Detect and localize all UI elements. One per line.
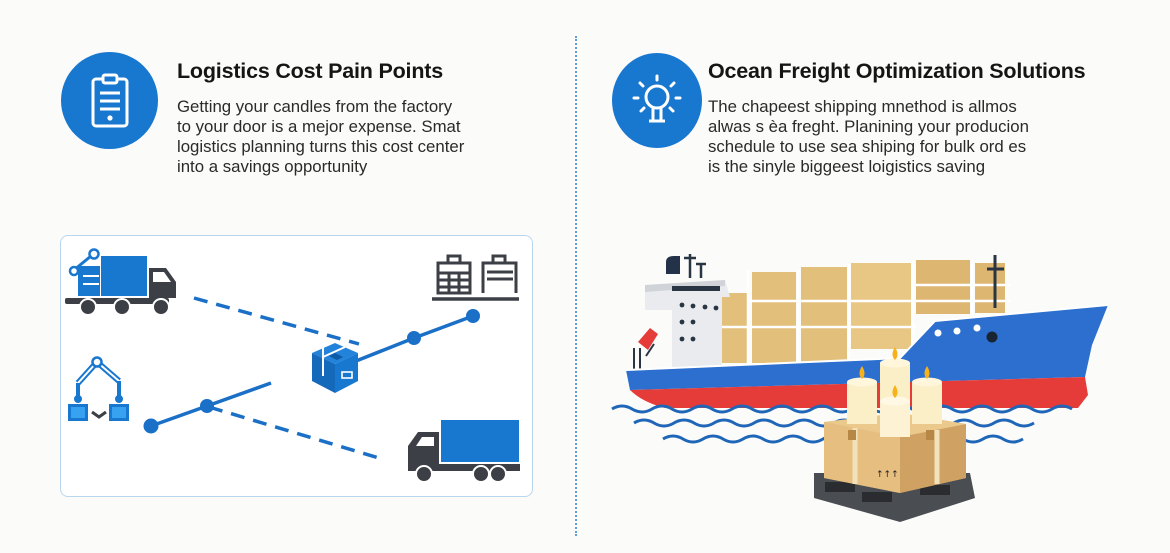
right-body-line: schedule to use sea shiping for bulk ord… — [708, 137, 1027, 156]
connector-node — [200, 399, 214, 413]
right-body-text: The chapeest shipping mnethod is allmos … — [708, 97, 1029, 177]
logistics-network-diagram — [60, 235, 533, 497]
lightbulb-icon — [612, 53, 702, 148]
ocean-freight-illustration: ↑↑↑ — [600, 230, 1170, 550]
solid-connector — [355, 336, 415, 363]
clipboard-icon — [61, 52, 158, 149]
candle — [847, 366, 877, 424]
dashed-connector — [208, 405, 380, 460]
right-heading: Ocean Freight Optimization Solutions — [708, 59, 1086, 83]
connector-node — [466, 309, 480, 323]
right-body-line: The chapeest shipping mnethod is allmos — [708, 97, 1017, 116]
left-body-line: logistics planning turns this cost cente… — [177, 137, 465, 156]
connector-node — [143, 418, 159, 434]
left-heading: Logistics Cost Pain Points — [177, 59, 443, 83]
right-body-line: alwas s èa freght. Planining your produc… — [708, 117, 1029, 136]
solid-connector — [413, 314, 474, 340]
candles-on-pallet-icon: ↑↑↑ — [814, 347, 975, 522]
ship-bridge — [633, 254, 730, 370]
solid-connector — [206, 381, 272, 408]
right-body-line: is the sinyle biggeest loigistics saving — [708, 157, 986, 176]
left-body-text: Getting your candles from the factory to… — [177, 97, 464, 177]
delivery-truck-icon — [408, 420, 520, 483]
factory-truck-icon — [65, 248, 176, 316]
panel-divider — [575, 36, 577, 536]
candle — [880, 385, 910, 437]
left-body-line: into a savings opportunity — [177, 157, 368, 176]
left-panel: Logistics Cost Pain Points Getting your … — [0, 0, 576, 553]
package-box-icon — [312, 343, 358, 393]
right-panel: Ocean Freight Optimization Solutions The… — [577, 0, 1170, 553]
solid-connector — [150, 404, 208, 428]
connector-node — [407, 331, 421, 345]
candle — [912, 366, 942, 424]
warehouse-icon — [432, 254, 519, 301]
left-body-line: Getting your candles from the factory — [177, 97, 453, 116]
robotic-arm-icon — [68, 356, 129, 421]
svg-text:↑↑↑: ↑↑↑ — [876, 470, 899, 480]
left-body-line: to your door is a mejor expense. Smat — [177, 117, 461, 136]
dashed-connector — [193, 296, 360, 346]
